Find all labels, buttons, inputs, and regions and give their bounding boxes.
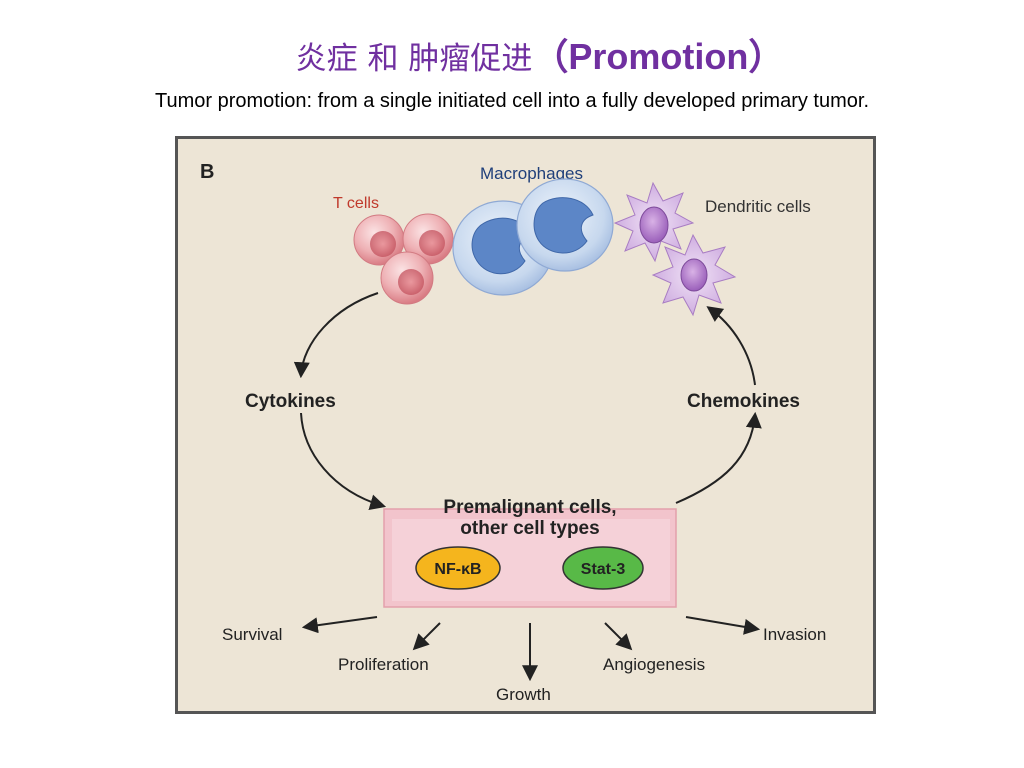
premalignant-line1: Premalignant cells, bbox=[443, 497, 616, 518]
arrow-premalignant-to-chemokines bbox=[675, 411, 762, 504]
slide-subtitle: Tumor promotion: from a single initiated… bbox=[154, 90, 870, 112]
arrow-tcells-to-cytokines bbox=[293, 292, 379, 379]
outcome-growth: Growth bbox=[496, 685, 551, 704]
nfkb-oval bbox=[415, 546, 501, 590]
outcome-survival: Survival bbox=[222, 625, 282, 644]
diagram-canvas: B T cells Macrophages Dendritic cells bbox=[200, 161, 826, 704]
slide-title-english: （Promotion） bbox=[532, 36, 785, 77]
nfkb-label: NF-κB bbox=[434, 561, 481, 578]
premalignant-line2: other cell types bbox=[460, 518, 599, 539]
macrophages-label: Macrophages bbox=[480, 164, 583, 183]
slide-title-chinese: 炎症 和 肿瘤促进 bbox=[295, 41, 533, 77]
slide-title: 炎症 和 肿瘤促进（Promotion） bbox=[0, 32, 1024, 84]
t-cells-label: T cells bbox=[333, 195, 379, 212]
outcome-invasion: Invasion bbox=[763, 625, 826, 644]
cytokines-label: Cytokines bbox=[245, 391, 336, 412]
stat3-label: Stat-3 bbox=[581, 561, 626, 578]
arrow-to-proliferation bbox=[412, 622, 441, 651]
arrow-cytokines-to-premalignant bbox=[300, 412, 387, 510]
panel-letter: B bbox=[200, 161, 214, 183]
dendritic-cells-illustration bbox=[613, 181, 737, 317]
stat3-oval bbox=[562, 546, 644, 590]
arrow-chemokines-to-dendritic bbox=[706, 306, 756, 386]
chemokines-label: Chemokines bbox=[687, 391, 800, 412]
arrow-to-angiogenesis bbox=[604, 622, 633, 651]
arrow-to-survival bbox=[301, 616, 378, 634]
macrophages-illustration bbox=[452, 178, 614, 296]
outcome-proliferation: Proliferation bbox=[338, 655, 429, 674]
t-cells-illustration bbox=[353, 213, 454, 305]
outcome-angiogenesis: Angiogenesis bbox=[603, 655, 705, 674]
figure-panel: B T cells Macrophages Dendritic cells bbox=[175, 136, 876, 714]
arrow-to-invasion bbox=[685, 616, 761, 635]
dendritic-cells-label: Dendritic cells bbox=[705, 197, 811, 216]
